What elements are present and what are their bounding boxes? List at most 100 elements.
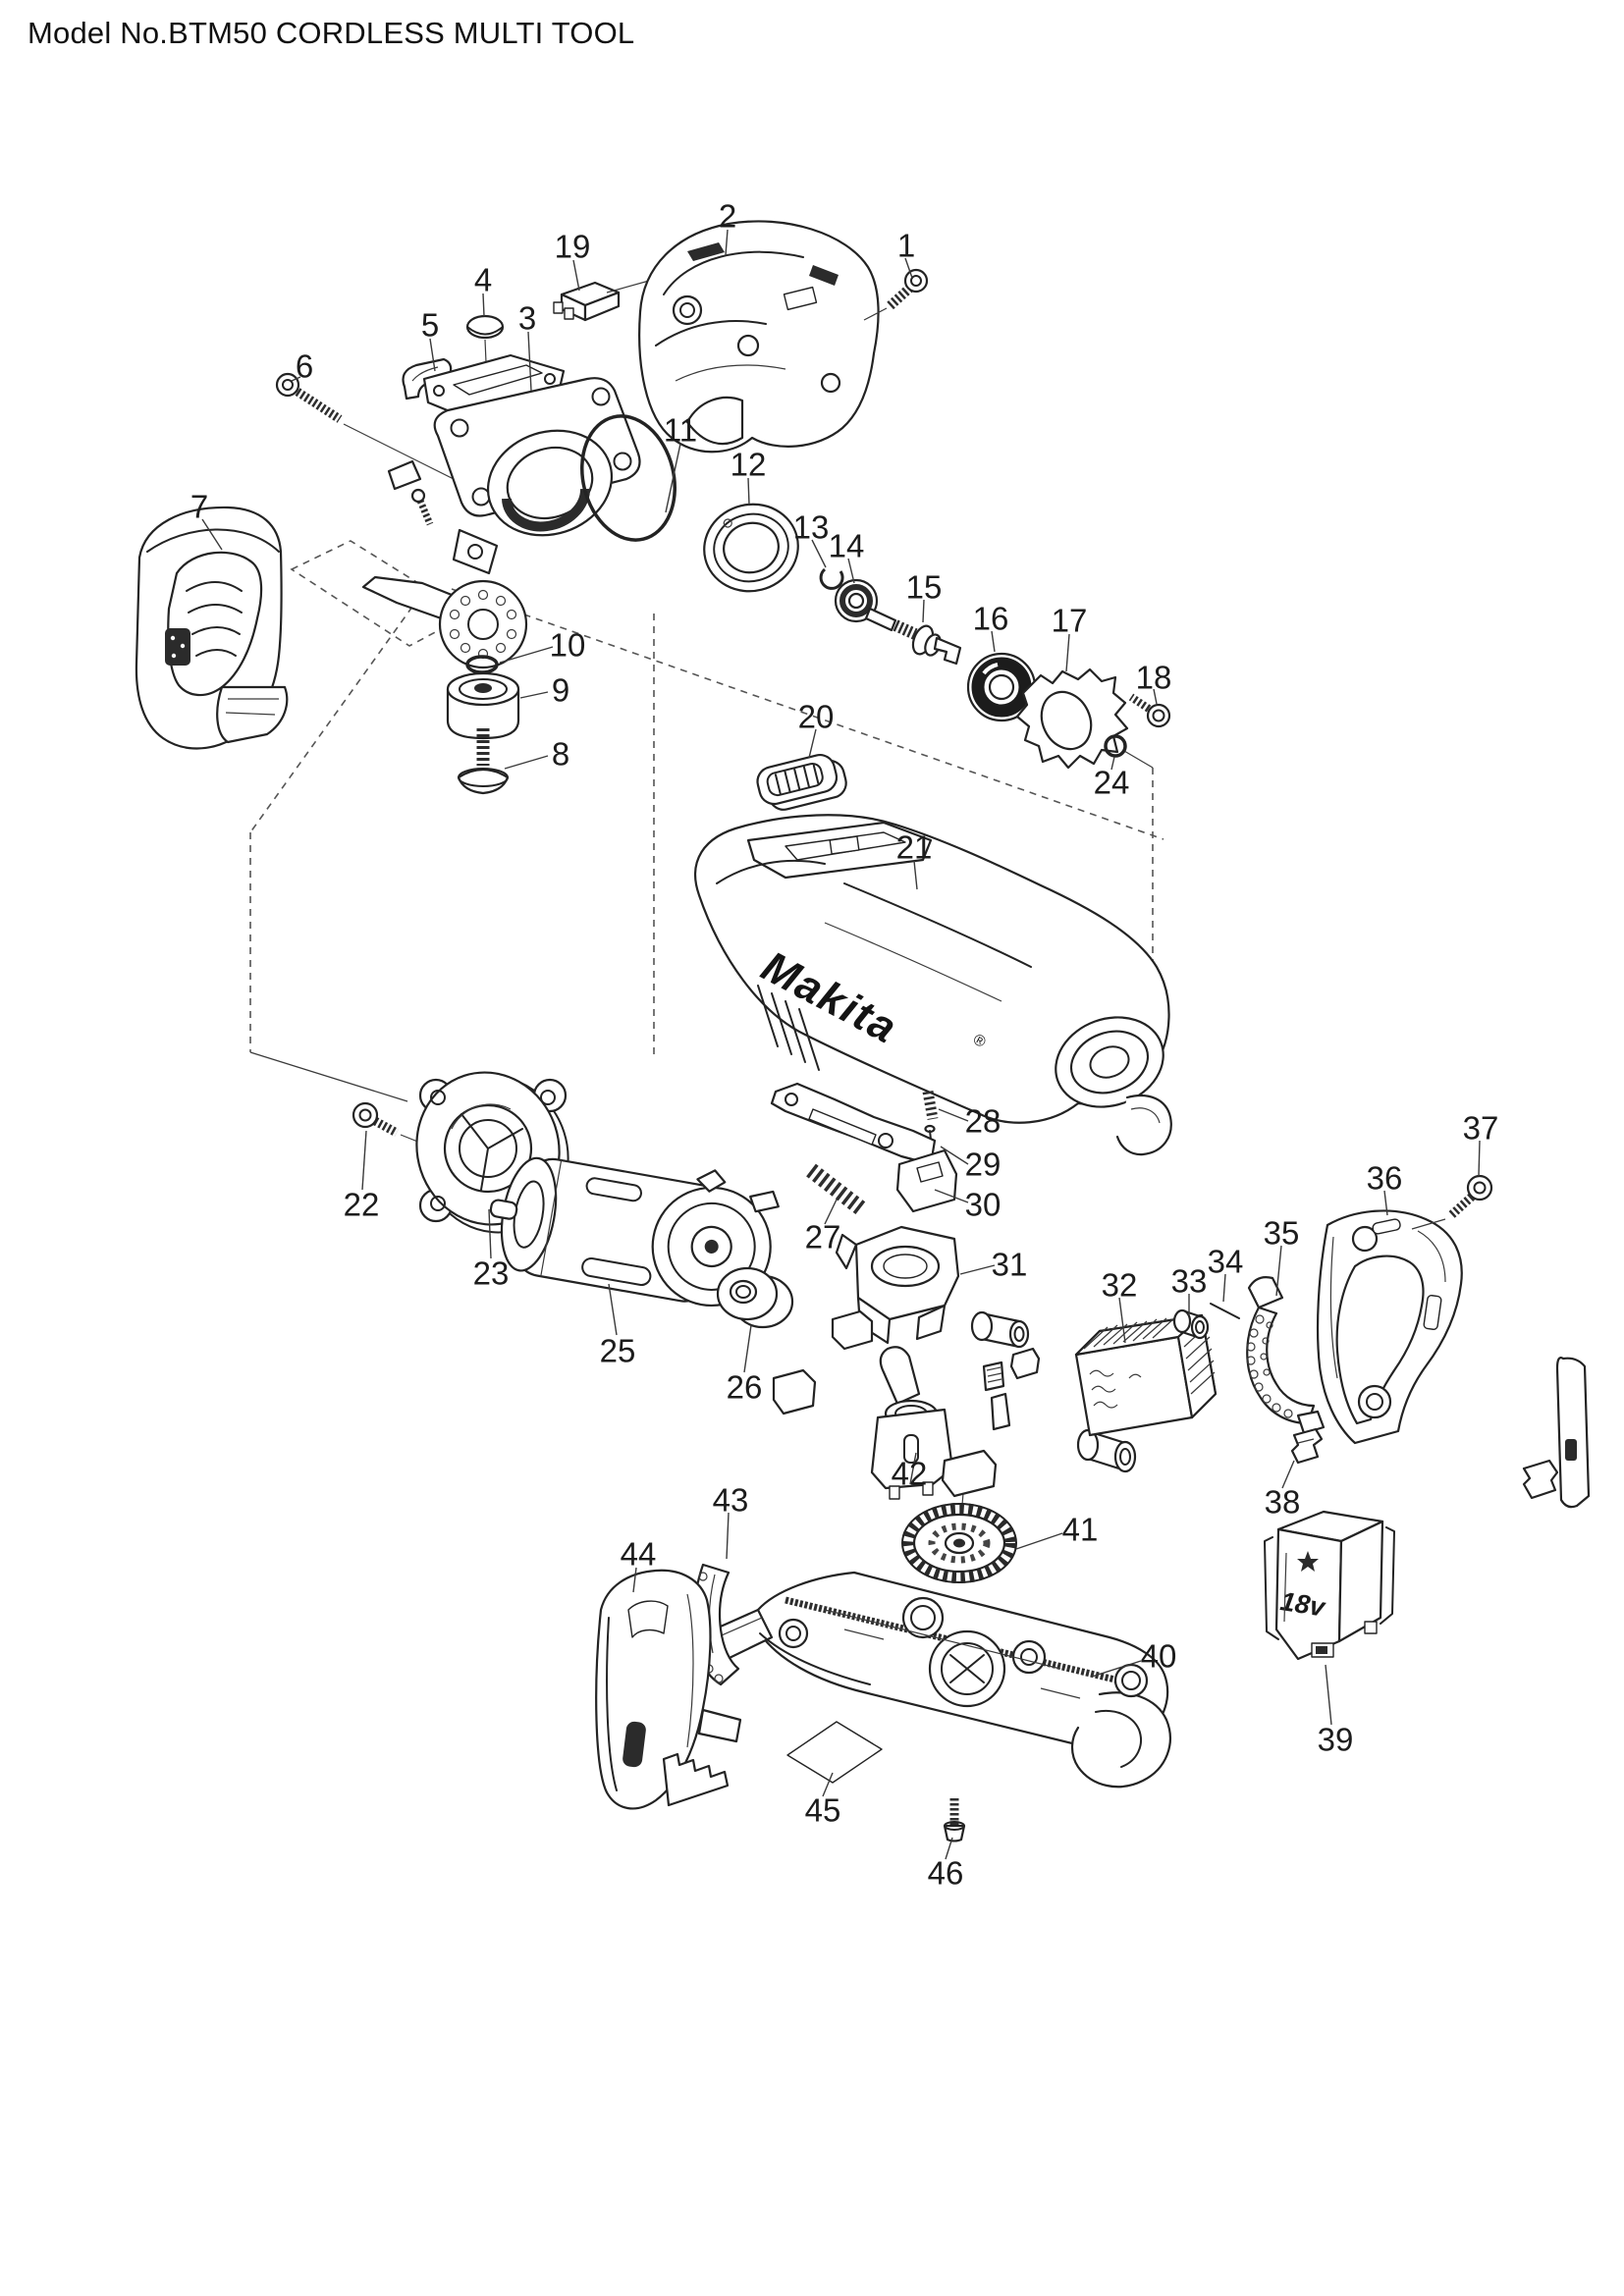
part-21-leader-line [913,860,918,890]
part-16-label: 16 [973,601,1009,637]
part-40-leader-line [1091,1660,1142,1678]
part-25-motor-drawing [489,1156,780,1313]
part-3-label: 3 [518,300,536,337]
part-11-leader-line [665,443,681,513]
part-44-label: 44 [621,1536,657,1573]
part-22-label: 22 [344,1187,380,1223]
part-4-label: 4 [474,262,492,298]
part-24-leader-line [1110,756,1115,771]
part-6-label: 6 [296,348,313,385]
part-20-label: 20 [798,699,835,735]
part-32-controller-drawing [1074,1313,1218,1437]
part-41-fan-drawing [901,1503,1017,1583]
part-41-leader-line [1015,1532,1063,1550]
part-28-label: 28 [965,1103,1001,1140]
part-38-hook-clip-drawing [1290,1427,1324,1465]
part-8-clamp-bolt-drawing [457,728,510,795]
part-32-leader-line [1118,1297,1126,1344]
part-6-screw-drawing [275,372,462,484]
part-45-label: 45 [805,1792,841,1829]
part-7-front-cover-drawing [135,506,289,750]
part-17-label: 17 [1052,603,1088,639]
part-40-label: 40 [1141,1638,1177,1675]
part-35-wire-guide-drawing [1246,1276,1326,1435]
part-6-leader-line [291,376,301,382]
part-15-label: 15 [906,569,943,606]
part-27-spring-drawing [806,1163,867,1216]
part-39-battery-mount-drawing: 18v [1264,1510,1395,1661]
part-30-label: 30 [965,1187,1001,1223]
part-17-leader-line [1065,633,1070,672]
part-1-label: 1 [897,228,915,264]
part-33-sleeve-drawing [1172,1308,1210,1340]
part-9-leader-line [519,691,549,699]
part-2-leader-line [725,229,729,256]
part-18-leader-line [1153,688,1158,705]
part-29-leader-line [940,1146,969,1165]
part-20-slider-drawing [756,754,847,811]
part-12-label: 12 [731,447,767,483]
part-36-label: 36 [1367,1160,1403,1197]
part-31-leader-line [959,1264,996,1275]
part-37-leader-line [1478,1140,1481,1177]
part-21-motor-housing-drawing: Makita ® [694,814,1172,1156]
part-31-switch-holder-drawing [835,1225,960,1345]
part-19-terminal-chip-drawing [553,273,675,322]
part-9-label: 9 [552,672,569,709]
part-35-label: 35 [1264,1215,1300,1252]
part-1-leader-line [904,257,913,279]
part-22-leader-line [361,1130,367,1191]
part-43-label: 43 [713,1482,749,1519]
part-16-bearing-drawing [966,652,1037,722]
part-19-leader-line [572,259,580,292]
part-10-leader-line [499,646,554,664]
part-31-label: 31 [992,1247,1028,1283]
part-46-leader-line [945,1837,953,1860]
part-35-leader-line [1275,1245,1282,1297]
part-37-label: 37 [1463,1110,1499,1147]
part-23-leader-line [488,1208,492,1259]
part-8-label: 8 [552,736,569,773]
part-41-label: 41 [1062,1512,1099,1548]
part-3-gear-housing-drawing [387,353,641,575]
part-24-label: 24 [1094,765,1130,801]
part-11-label: 11 [664,412,697,449]
part-16-leader-line [991,630,996,653]
part-9-clamp-washer-drawing [446,671,520,740]
part-17-clutch-plate-drawing [1015,667,1129,770]
part-26-leader-line [743,1324,752,1373]
part-10-label: 10 [550,627,586,664]
part-25-leader-line [608,1283,618,1336]
part-18-label: 18 [1136,660,1172,696]
part-20-leader-line [808,728,817,759]
part-45-label-drawing [786,1721,883,1784]
part-39-leader-line [1325,1664,1332,1726]
part-46-label: 46 [928,1855,964,1892]
part-44-leader-line [632,1567,637,1593]
part-30-leader-line [934,1189,969,1203]
part-7-label: 7 [190,489,208,525]
page-title: Model No.BTM50 CORDLESS MULTI TOOL [27,16,635,50]
part-38-label: 38 [1265,1484,1301,1521]
part-23-label: 23 [473,1255,510,1292]
part-5-label: 5 [421,307,439,344]
part-28-leader-line [938,1108,969,1122]
small-terminal-parts-cluster [772,1309,1591,1509]
part-8-leader-line [504,755,549,770]
part-3-leader-line [527,331,532,392]
part-36-handle-cover-right-drawing [1316,1209,1463,1445]
battery-voltage-text: 18v [1278,1586,1328,1623]
part-42-label: 42 [892,1456,928,1492]
part-14-leader-line [847,558,855,584]
part-12-leader-line [747,477,750,506]
part-28-spring-drawing [922,1091,939,1120]
part-33-label: 33 [1171,1263,1208,1300]
part-42-toggle-switch-drawing [870,1346,966,1528]
part-36-leader-line [1383,1190,1388,1216]
part-15-spindle-drawing [864,607,962,666]
part-37-screw-drawing [1411,1174,1493,1230]
part-34-leader-line [1222,1273,1226,1303]
